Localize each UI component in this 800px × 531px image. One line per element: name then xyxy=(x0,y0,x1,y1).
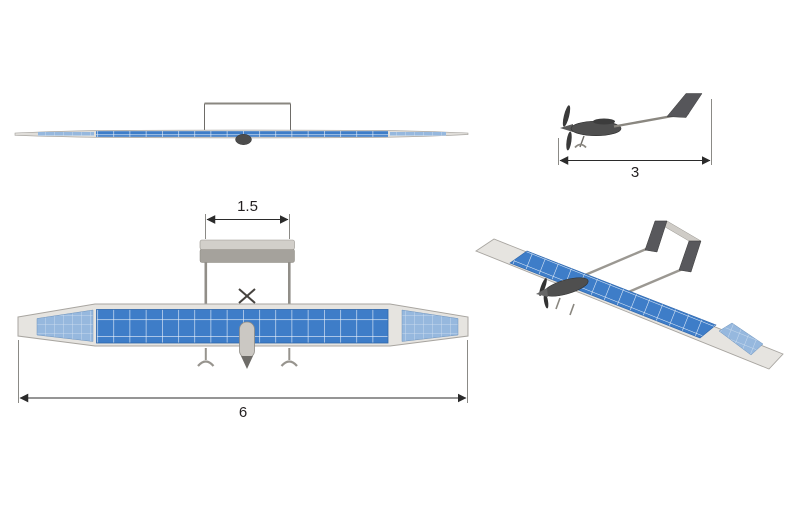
solar-array-outboard-left-front xyxy=(38,132,94,136)
isometric-view xyxy=(475,220,784,370)
solar-array-outboard-right-top xyxy=(401,309,459,342)
landing-skid-left-top xyxy=(197,348,215,367)
vertical-fin-left-iso xyxy=(644,220,668,253)
propeller-spinner-iso xyxy=(536,288,548,297)
front-view xyxy=(14,102,469,145)
side-view: 3 xyxy=(558,93,712,181)
solar-array-front xyxy=(96,131,388,137)
dimension-label-wingspan: 6 xyxy=(239,404,247,421)
tail-boom-right-top xyxy=(288,262,291,305)
propeller-top xyxy=(238,288,256,304)
dimension-wingspan: 6 xyxy=(18,340,468,421)
horizontal-stabilizer-face-top xyxy=(199,248,295,263)
dimension-boom-spacing: 1.5 xyxy=(205,198,290,239)
propeller-blade-lower-iso xyxy=(543,293,549,309)
fuselage-pod-top xyxy=(239,321,255,369)
solar-array-center-iso xyxy=(509,250,717,339)
landing-skid-right-top xyxy=(280,348,298,367)
dimension-label-boom-spacing: 1.5 xyxy=(237,198,258,215)
solar-array-outboard-right-front xyxy=(390,132,446,136)
vertical-fin-right-iso xyxy=(678,240,702,273)
propeller-spinner-side xyxy=(560,124,573,132)
dimension-label-length: 3 xyxy=(631,164,639,181)
fuselage-pod-front xyxy=(235,134,252,145)
dimension-length: 3 xyxy=(558,99,712,181)
solar-array-outboard-left-top xyxy=(36,309,94,342)
solar-array-outboard-right-iso xyxy=(718,322,764,356)
top-view: 1.5 xyxy=(17,198,469,421)
landing-skid-foot-side xyxy=(574,143,587,149)
tail-boom-left-top xyxy=(204,262,208,305)
fuselage-nose-cone-top xyxy=(241,356,253,369)
landing-skids-iso xyxy=(555,297,575,316)
tail-boom-left-iso xyxy=(577,245,652,280)
propeller-blade-lower-side xyxy=(566,131,572,151)
vertical-fin-side xyxy=(666,93,703,118)
propeller-blade-upper-side xyxy=(562,105,571,127)
horizontal-stabilizer-top xyxy=(199,239,295,250)
wing-section-side xyxy=(593,118,615,125)
